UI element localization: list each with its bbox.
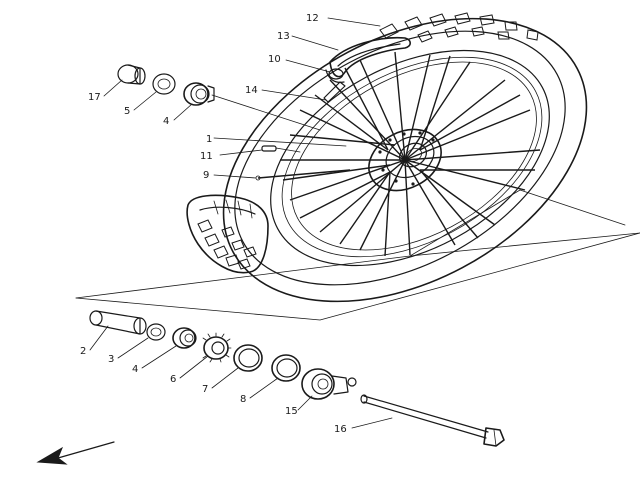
callout-4-upper: 4 xyxy=(163,116,169,127)
callout-16: 16 xyxy=(334,424,347,435)
callout-5: 5 xyxy=(124,106,130,117)
tube-and-rim-band xyxy=(323,36,412,103)
callout-7: 7 xyxy=(202,384,208,395)
exploded-view-plane xyxy=(75,189,640,321)
callout-9: 9 xyxy=(203,170,209,181)
callout-1: 1 xyxy=(206,134,212,145)
collar-17 xyxy=(117,64,146,85)
spacer-2 xyxy=(89,310,147,335)
lower-hub-parts xyxy=(89,310,505,447)
callout-6: 6 xyxy=(170,374,176,385)
callout-14: 14 xyxy=(245,85,258,96)
callout-labels: 12 13 10 14 17 5 4 1 11 9 2 3 4 6 7 8 15… xyxy=(80,13,347,435)
tread-pattern xyxy=(197,12,539,270)
callout-11: 11 xyxy=(200,151,213,162)
seal-3 xyxy=(146,323,166,341)
wheel-assembly xyxy=(186,12,588,303)
callout-2: 2 xyxy=(80,346,86,357)
ring-8 xyxy=(271,354,301,382)
callout-10: 10 xyxy=(268,54,281,65)
gear-6 xyxy=(202,332,232,363)
seal-5 xyxy=(152,73,176,95)
callout-12: 12 xyxy=(306,13,319,24)
wheel-hub xyxy=(368,128,442,192)
bearing-4-upper xyxy=(183,82,215,106)
callout-3: 3 xyxy=(108,354,114,365)
gear-housing-15 xyxy=(301,368,357,400)
bearing-4-lower xyxy=(172,327,197,349)
tire xyxy=(186,12,588,303)
upper-bearing-parts xyxy=(117,64,215,106)
spokes xyxy=(280,51,541,257)
callout-17: 17 xyxy=(88,92,101,103)
washer-7 xyxy=(233,344,263,372)
spoke-nipple xyxy=(261,145,301,153)
callout-8: 8 xyxy=(240,394,246,405)
callout-15: 15 xyxy=(285,406,298,417)
axle-16 xyxy=(360,394,505,447)
spoke-single xyxy=(255,169,351,181)
callout-4-lower: 4 xyxy=(132,364,138,375)
callout-13: 13 xyxy=(277,31,290,42)
front-direction-arrow xyxy=(36,441,115,465)
leader-lines xyxy=(89,17,393,429)
